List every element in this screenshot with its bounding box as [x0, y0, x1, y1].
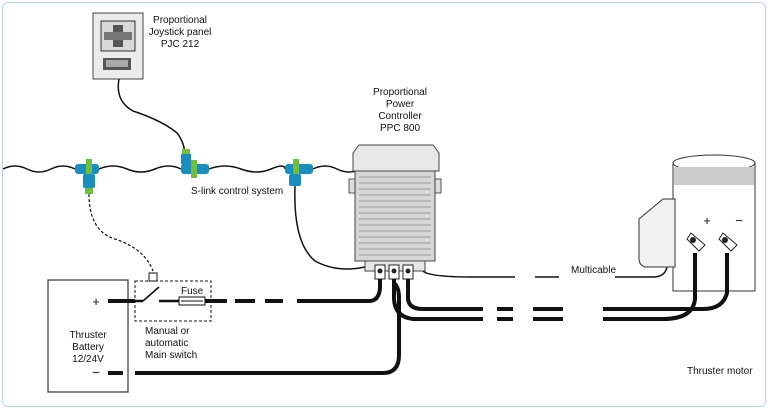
joystick-label-line-2: Joystick panel — [149, 27, 212, 38]
battery-plus-label: + — [92, 294, 100, 309]
controller-label-line-1: Proportional — [373, 87, 427, 98]
tee-connector-3 — [285, 159, 313, 186]
multicable-label: Multicable — [571, 265, 616, 276]
joystick-panel — [92, 12, 144, 80]
motor-plus-label: + — [703, 213, 711, 228]
joystick-label-line-3: PJC 212 — [161, 39, 200, 50]
controller-label-line-3: Controller — [378, 111, 422, 122]
slink-backbone-cable — [3, 165, 362, 173]
main-switch-fuse-box — [134, 272, 212, 322]
motor-output-cables — [392, 253, 729, 321]
tee-connector-2 — [181, 149, 209, 178]
controller-label-line-4: PPC 800 — [380, 123, 420, 134]
thruster-motor — [638, 154, 756, 292]
battery-label-line-3: 12/24V — [72, 354, 104, 365]
switch-label-line-1: Manual or — [145, 326, 190, 337]
negative-main-cable — [108, 279, 401, 375]
motor-minus-label: − — [735, 213, 743, 228]
tee-connector-1 — [75, 159, 99, 194]
switch-label-line-3: Main switch — [145, 350, 197, 361]
battery-label-line-1: Thruster — [69, 330, 107, 341]
power-controller — [348, 144, 442, 280]
slink-label: S-link control system — [191, 186, 283, 197]
controller-slink-cable — [294, 185, 366, 270]
battery-minus-label: − — [92, 365, 100, 380]
controller-label-line-2: Power — [386, 99, 415, 110]
joystick-cable — [117, 78, 186, 158]
wiring-diagram: Proportional Joystick panel PJC 212 Prop… — [3, 12, 756, 393]
multicable — [422, 266, 668, 278]
switch-control-dashed-cable — [88, 193, 154, 272]
positive-main-cable — [108, 279, 382, 303]
joystick-label-line-1: Proportional — [153, 15, 207, 26]
thruster-motor-label: Thruster motor — [687, 366, 753, 377]
battery-label-line-2: Battery — [72, 342, 104, 353]
fuse-label: Fuse — [181, 286, 204, 297]
switch-label-line-2: automatic — [145, 338, 188, 349]
